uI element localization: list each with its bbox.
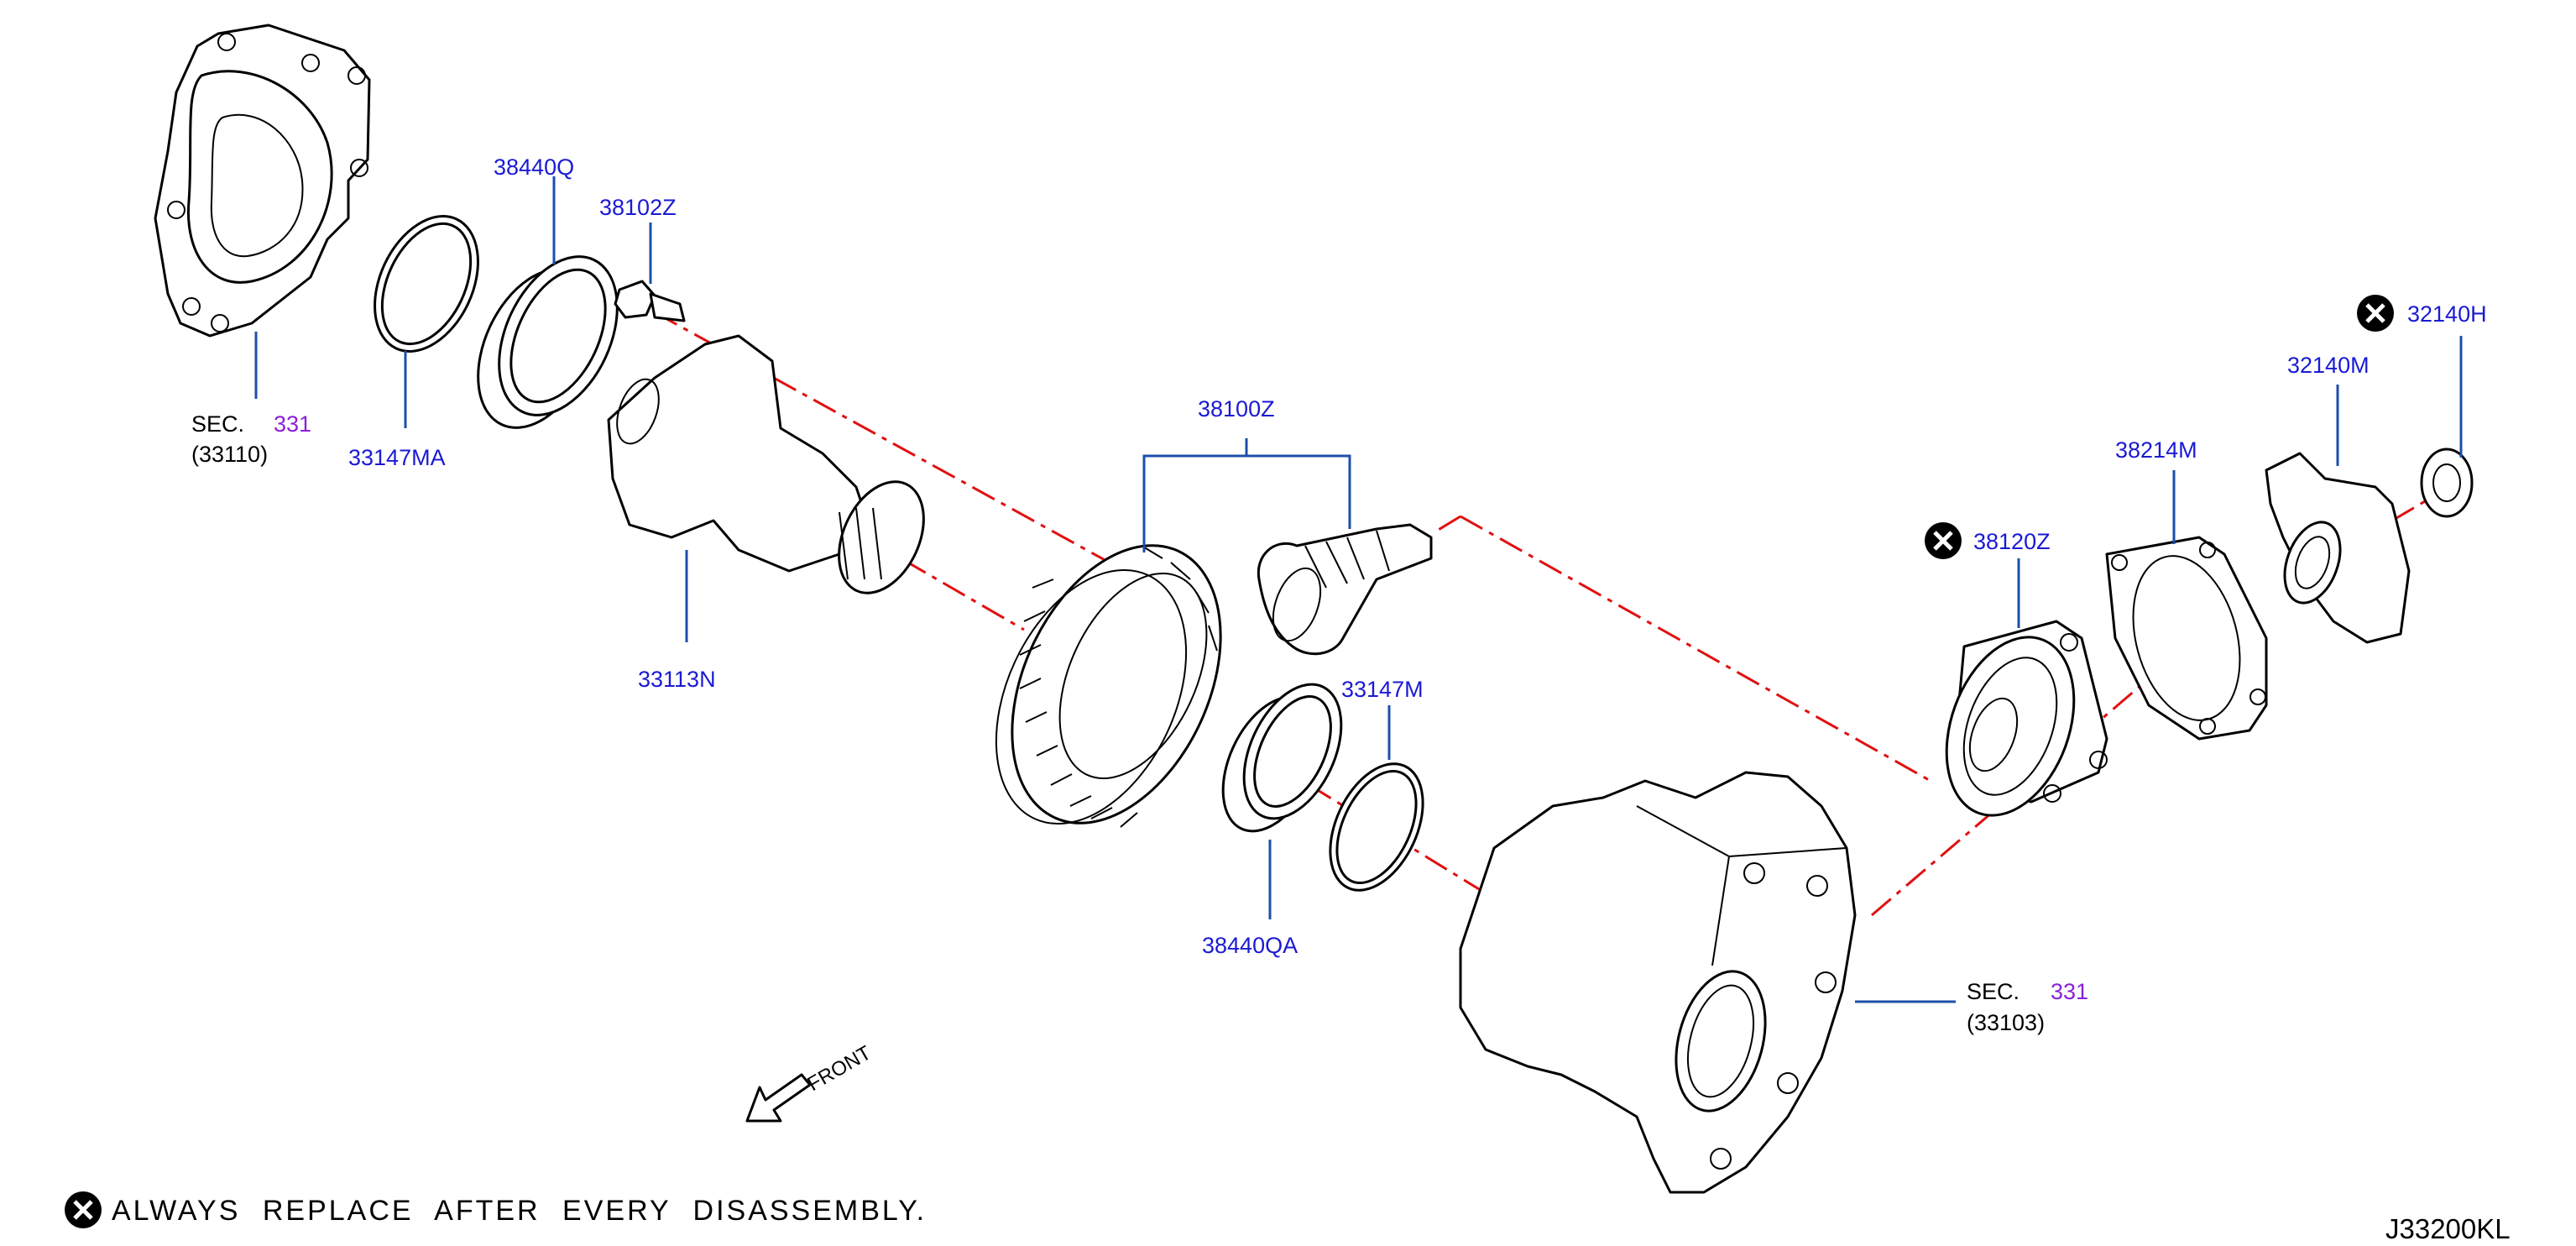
part-label-38100z[interactable]: 38100Z [1198, 396, 1275, 421]
part-label-38214m[interactable]: 38214M [2115, 437, 2197, 463]
part-label-32140h[interactable]: 32140H [2407, 301, 2487, 327]
part-label-38102z[interactable]: 38102Z [599, 195, 677, 220]
leader-lines [254, 176, 2463, 1003]
drive-pinion-38100z [1257, 523, 1433, 656]
o-ring-33147m [1329, 762, 1424, 892]
extension-housing-33113n [607, 334, 925, 594]
o-ring-33147ma [374, 215, 479, 353]
differential-case-33103 [1459, 771, 1857, 1194]
nut-32140h [2420, 448, 2474, 518]
front-label: FRONT [804, 1041, 875, 1096]
section-ref-rear[interactable]: SEC. 331 (33110) [191, 411, 311, 467]
circled-x-icon [2357, 295, 2394, 332]
section-ref-case[interactable]: SEC. 331 (33103) [1967, 979, 2088, 1035]
front-arrow-icon: FRONT [745, 1041, 875, 1123]
rear-cover-33110 [154, 24, 371, 338]
gasket-38214m [2105, 536, 2268, 741]
replace-note: ALWAYS REPLACE AFTER EVERY DISASSEMBLY. [65, 1191, 927, 1228]
part-label-32140m[interactable]: 32140M [2287, 353, 2370, 378]
companion-flange-32140m [2265, 452, 2411, 644]
note-text: ALWAYS REPLACE AFTER EVERY DISASSEMBLY. [112, 1195, 927, 1227]
part-label-33147ma[interactable]: 33147MA [348, 445, 446, 470]
part-label-33147m[interactable]: 33147M [1341, 677, 1424, 702]
oil-seal-38440qa [1221, 683, 1343, 833]
circled-x-icon [1925, 522, 1962, 559]
oil-seal-38440q [477, 255, 619, 429]
section-prefix: SEC. [191, 411, 244, 437]
circled-x-icon [65, 1191, 102, 1228]
diagram-code: J33200KL [2385, 1213, 2511, 1244]
section-subcode: (33103) [1967, 1010, 2045, 1035]
bolt-38102z [614, 280, 686, 322]
ring-gear-38100z [995, 544, 1222, 828]
part-label-38120z[interactable]: 38120Z [1973, 529, 2051, 554]
part-label-33113n[interactable]: 33113N [638, 667, 716, 692]
part-label-38440qa[interactable]: 38440QA [1202, 933, 1298, 958]
section-subcode: (33110) [191, 442, 268, 467]
bearing-38120z [1945, 620, 2108, 817]
part-label-38440q[interactable]: 38440Q [494, 154, 574, 180]
section-number-link[interactable]: 331 [274, 411, 311, 437]
section-prefix: SEC. [1967, 979, 2020, 1004]
section-number-link[interactable]: 331 [2051, 979, 2088, 1004]
